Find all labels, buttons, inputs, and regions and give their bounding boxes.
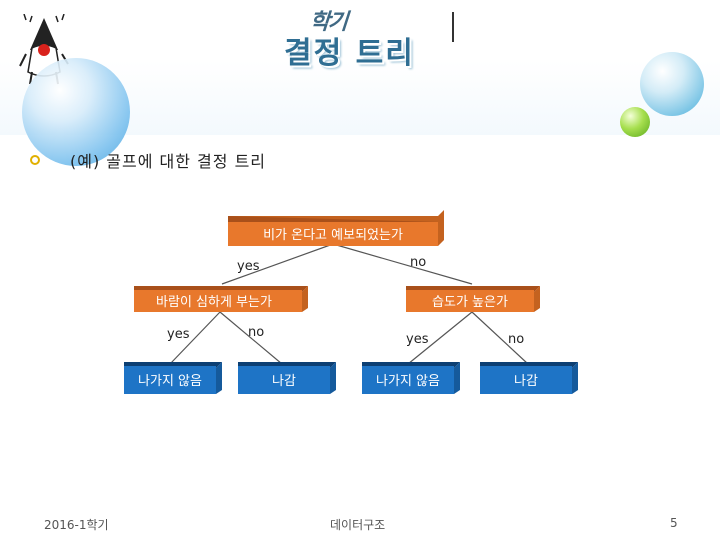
leaf-label-3: 나가지 않음: [376, 374, 440, 389]
edge-root-left: [221, 243, 334, 285]
leaf-node-2: 나감: [238, 362, 336, 394]
decision-node-root: 비가 온다고 예보되었는가: [228, 210, 444, 246]
decorative-bubble-right: [640, 52, 704, 116]
decorative-bubble-large: [22, 58, 130, 166]
edge-right-right: [471, 311, 529, 365]
leaf-label-2: 나감: [272, 374, 296, 389]
wind-node-label: 바람이 심하게 부는가: [156, 295, 272, 310]
leaf-node-4: 나감: [480, 362, 578, 394]
bullet-text: (예) 골프에 대한 결정 트리: [70, 152, 267, 171]
bullet-icon: [30, 155, 40, 165]
edge-left-left: [169, 311, 221, 365]
root-node-label: 비가 온다고 예보되었는가: [263, 228, 403, 243]
edge-label-root-yes: yes: [237, 259, 260, 274]
slide-title: 결정 트리: [284, 36, 415, 71]
leaf-label-4: 나감: [514, 374, 538, 389]
edge-label-right-yes: yes: [406, 332, 429, 347]
leaf-node-1: 나가지 않음: [124, 362, 222, 394]
edge-label-left-yes: yes: [167, 327, 190, 342]
edge-label-root-no: no: [410, 255, 426, 270]
title-cursor-bar: [452, 12, 454, 42]
humidity-node-label: 습도가 높은가: [432, 295, 508, 310]
edge-right-left: [407, 311, 473, 365]
footer-page-number: 5: [670, 516, 678, 530]
decision-node-wind: 바람이 심하게 부는가: [134, 286, 308, 312]
footer-course: 데이터구조: [330, 518, 386, 532]
footer-semester: 2016-1학기: [44, 518, 109, 532]
edge-label-right-no: no: [508, 332, 524, 347]
leaf-node-3: 나가지 않음: [362, 362, 460, 394]
title-area: 학기 결정 트리: [250, 2, 470, 80]
edge-left-right: [219, 311, 283, 365]
leaf-label-1: 나가지 않음: [138, 374, 202, 389]
decision-node-humidity: 습도가 높은가: [406, 286, 540, 312]
edge-label-left-no: no: [248, 325, 264, 340]
decorative-bubble-green: [620, 107, 650, 137]
edge-root-right: [332, 243, 473, 285]
